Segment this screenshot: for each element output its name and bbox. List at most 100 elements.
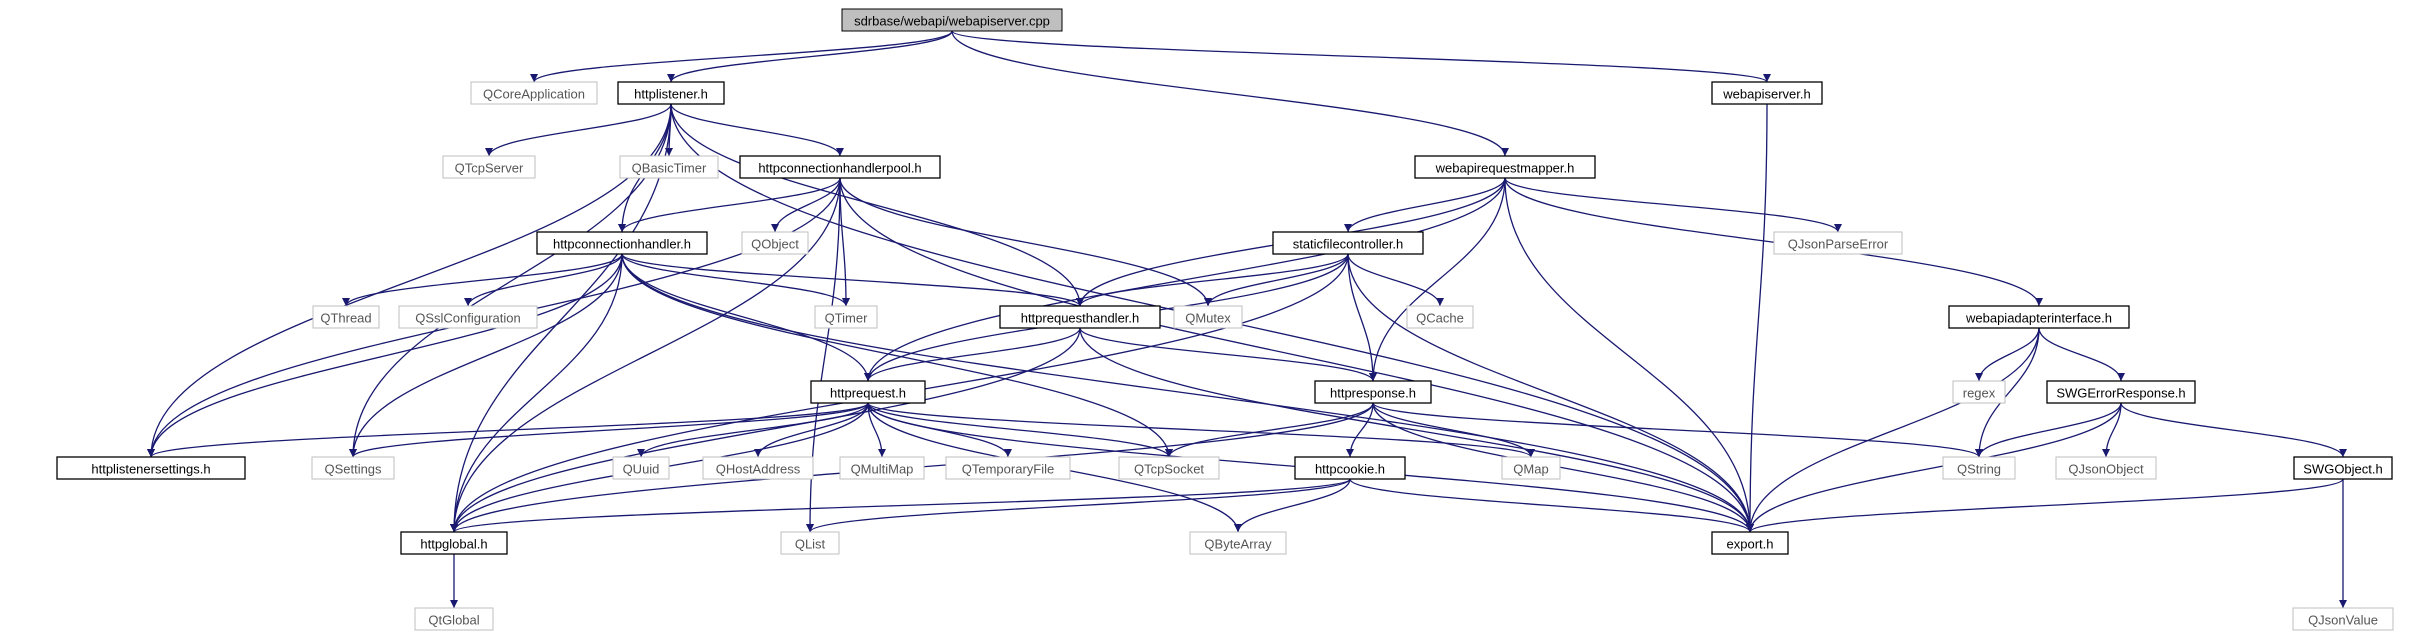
node-qtglobal: QtGlobal: [414, 607, 494, 631]
node-label-webapiadapterinterface: webapiadapterinterface.h: [1965, 311, 2112, 326]
edge-httpcookie-to-httpglobal: [450, 478, 1351, 533]
node-httpcookie[interactable]: httpcookie.h: [1294, 456, 1406, 480]
node-label-httplistenersettings: httplistenersettings.h: [91, 462, 210, 477]
node-label-qtcpsocket: QTcpSocket: [1134, 462, 1204, 477]
node-label-qtglobal: QtGlobal: [428, 613, 479, 628]
edge-httpresponse-to-httpcookie: [1346, 402, 1374, 458]
node-box-httplistenersettings: [56, 456, 246, 480]
node-label-httpconnectionhandler: httpconnectionhandler.h: [553, 237, 691, 252]
node-staticfilecontroller[interactable]: staticfilecontroller.h: [1272, 231, 1424, 255]
node-httpresponse[interactable]: httpresponse.h: [1314, 380, 1432, 404]
node-httprequest[interactable]: httprequest.h: [810, 380, 926, 404]
node-box-httpconnectionhandlerpool: [739, 155, 941, 179]
edge-httpconnectionhandler-to-httpglobal: [450, 253, 623, 533]
nodes-layer: sdrbase/webapi/webapiserver.cppQCoreAppl…: [56, 8, 2394, 631]
node-qbytearray: QByteArray: [1189, 531, 1287, 555]
node-box-qthread: [312, 305, 380, 329]
node-label-qbasictimer: QBasicTimer: [632, 161, 707, 176]
edge-httpresponse-to-exporth: [1372, 402, 1754, 533]
node-box-qhostaddress: [702, 456, 814, 480]
node-httpglobal[interactable]: httpglobal.h: [400, 531, 508, 555]
node-label-httpconnectionhandlerpool: httpconnectionhandlerpool.h: [758, 161, 921, 176]
edge-webapiserverh-to-exporth: [1746, 103, 1768, 533]
edge-httprequesthandler-to-httpglobal: [450, 327, 1081, 533]
node-box-httprequest: [810, 380, 926, 404]
node-qtcpserver: QTcpServer: [442, 155, 536, 179]
node-label-qtimer: QTimer: [825, 311, 869, 326]
edge-swgerrorresponse-to-exporth: [1746, 402, 2122, 533]
edge-staticfilecontroller-to-httpresponse: [1347, 253, 1377, 382]
edge-httpconnectionhandler-to-qsslconfiguration: [464, 253, 623, 307]
node-label-qmutex: QMutex: [1185, 311, 1231, 326]
edge-root-to-qcoreapp: [530, 30, 953, 83]
node-swgerrorresponse[interactable]: SWGErrorResponse.h: [2046, 380, 2196, 404]
node-httpconnectionhandler[interactable]: httpconnectionhandler.h: [536, 231, 708, 255]
edge-httpconnectionhandlerpool-to-qmutex: [839, 177, 1212, 307]
node-box-qbasictimer: [619, 155, 719, 179]
node-webapiadapterinterface[interactable]: webapiadapterinterface.h: [1948, 305, 2130, 329]
node-httpconnectionhandlerpool[interactable]: httpconnectionhandlerpool.h: [739, 155, 941, 179]
edge-httpconnectionhandler-to-httplistenersettings: [147, 253, 623, 458]
node-qtemporaryfile: QTemporaryFile: [945, 456, 1071, 480]
edge-httpconnectionhandler-to-qtimer: [621, 253, 850, 307]
node-qhostaddress: QHostAddress: [702, 456, 814, 480]
node-label-swgerrorresponse: SWGErrorResponse.h: [2056, 386, 2185, 401]
edge-root-to-webapirequestmapper: [951, 30, 1509, 157]
edge-webapiadapterinterface-to-swgerrorresponse: [2038, 327, 2125, 382]
edge-httpcookie-to-qbytearray: [1234, 478, 1351, 533]
node-qcoreapp: QCoreApplication: [470, 81, 598, 105]
edge-httplistener-to-httplistenersettings: [147, 103, 672, 458]
edge-root-to-httplistener: [667, 30, 953, 83]
edge-httpconnectionhandlerpool-to-qlist: [806, 177, 841, 533]
node-qlist: QList: [780, 531, 840, 555]
edge-httpconnectionhandlerpool-to-exporth: [839, 177, 1754, 533]
edge-httprequest-to-quuid: [637, 402, 869, 458]
edge-staticfilecontroller-to-qcache: [1347, 253, 1444, 307]
edge-httpconnectionhandler-to-qtcpsocket: [621, 253, 1173, 458]
edge-swgerrorresponse-to-qstring: [1975, 402, 2122, 458]
node-box-qtcpserver: [442, 155, 536, 179]
edge-swgerrorresponse-to-qjsonobject: [2102, 402, 2122, 458]
edge-httpcookie-to-exporth: [1349, 478, 1754, 533]
edge-webapirequestmapper-to-webapiadapterinterface: [1504, 177, 2043, 307]
node-label-regex: regex: [1963, 386, 1996, 401]
node-root[interactable]: sdrbase/webapi/webapiserver.cpp: [841, 8, 1063, 32]
node-box-httpglobal: [400, 531, 508, 555]
node-qobject: QObject: [741, 231, 809, 255]
node-webapiserverh[interactable]: webapiserver.h: [1711, 81, 1823, 105]
edge-httpconnectionhandlerpool-to-httpglobal: [450, 177, 841, 533]
edge-webapirequestmapper-to-httprequest: [864, 177, 1506, 382]
edge-httpconnectionhandler-to-exporth: [621, 253, 1754, 533]
edge-httplistener-to-httprequesthandler: [670, 103, 1084, 307]
edge-webapirequestmapper-to-qjsonparseerror: [1504, 177, 1842, 233]
node-box-webapirequestmapper: [1414, 155, 1596, 179]
node-label-webapiserverh: webapiserver.h: [1722, 87, 1810, 102]
node-label-root: sdrbase/webapi/webapiserver.cpp: [854, 14, 1050, 29]
edge-httpresponse-to-qmap: [1372, 402, 1535, 458]
node-httplistener[interactable]: httplistener.h: [617, 81, 725, 105]
node-label-qthread: QThread: [320, 311, 371, 326]
node-exporth[interactable]: export.h: [1711, 531, 1789, 555]
edge-httpconnectionhandler-to-httprequesthandler: [621, 253, 1084, 307]
node-httprequesthandler[interactable]: httprequesthandler.h: [999, 305, 1161, 329]
node-label-staticfilecontroller: staticfilecontroller.h: [1293, 237, 1404, 252]
node-label-httprequesthandler: httprequesthandler.h: [1021, 311, 1140, 326]
node-box-qcoreapp: [470, 81, 598, 105]
node-label-qsettings: QSettings: [324, 462, 382, 477]
node-qmutex: QMutex: [1173, 305, 1243, 329]
edge-httprequesthandler-to-httprequest: [864, 327, 1081, 382]
edge-staticfilecontroller-to-exporth: [1347, 253, 1754, 533]
node-label-qbytearray: QByteArray: [1204, 537, 1272, 552]
edge-webapiadapterinterface-to-regex: [1975, 327, 2040, 382]
node-httplistenersettings[interactable]: httplistenersettings.h: [56, 456, 246, 480]
node-qsslconfiguration: QSslConfiguration: [398, 305, 538, 329]
node-box-qtimer: [814, 305, 878, 329]
node-label-quuid: QUuid: [623, 462, 660, 477]
node-webapirequestmapper[interactable]: webapirequestmapper.h: [1414, 155, 1596, 179]
node-swgobject[interactable]: SWGObject.h: [2293, 456, 2393, 480]
node-qsettings: QSettings: [311, 456, 395, 480]
edge-httprequest-to-qmultimap: [867, 402, 886, 458]
node-box-qsslconfiguration: [398, 305, 538, 329]
edge-httplistener-to-httpconnectionhandlerpool: [670, 103, 844, 157]
node-box-staticfilecontroller: [1272, 231, 1424, 255]
